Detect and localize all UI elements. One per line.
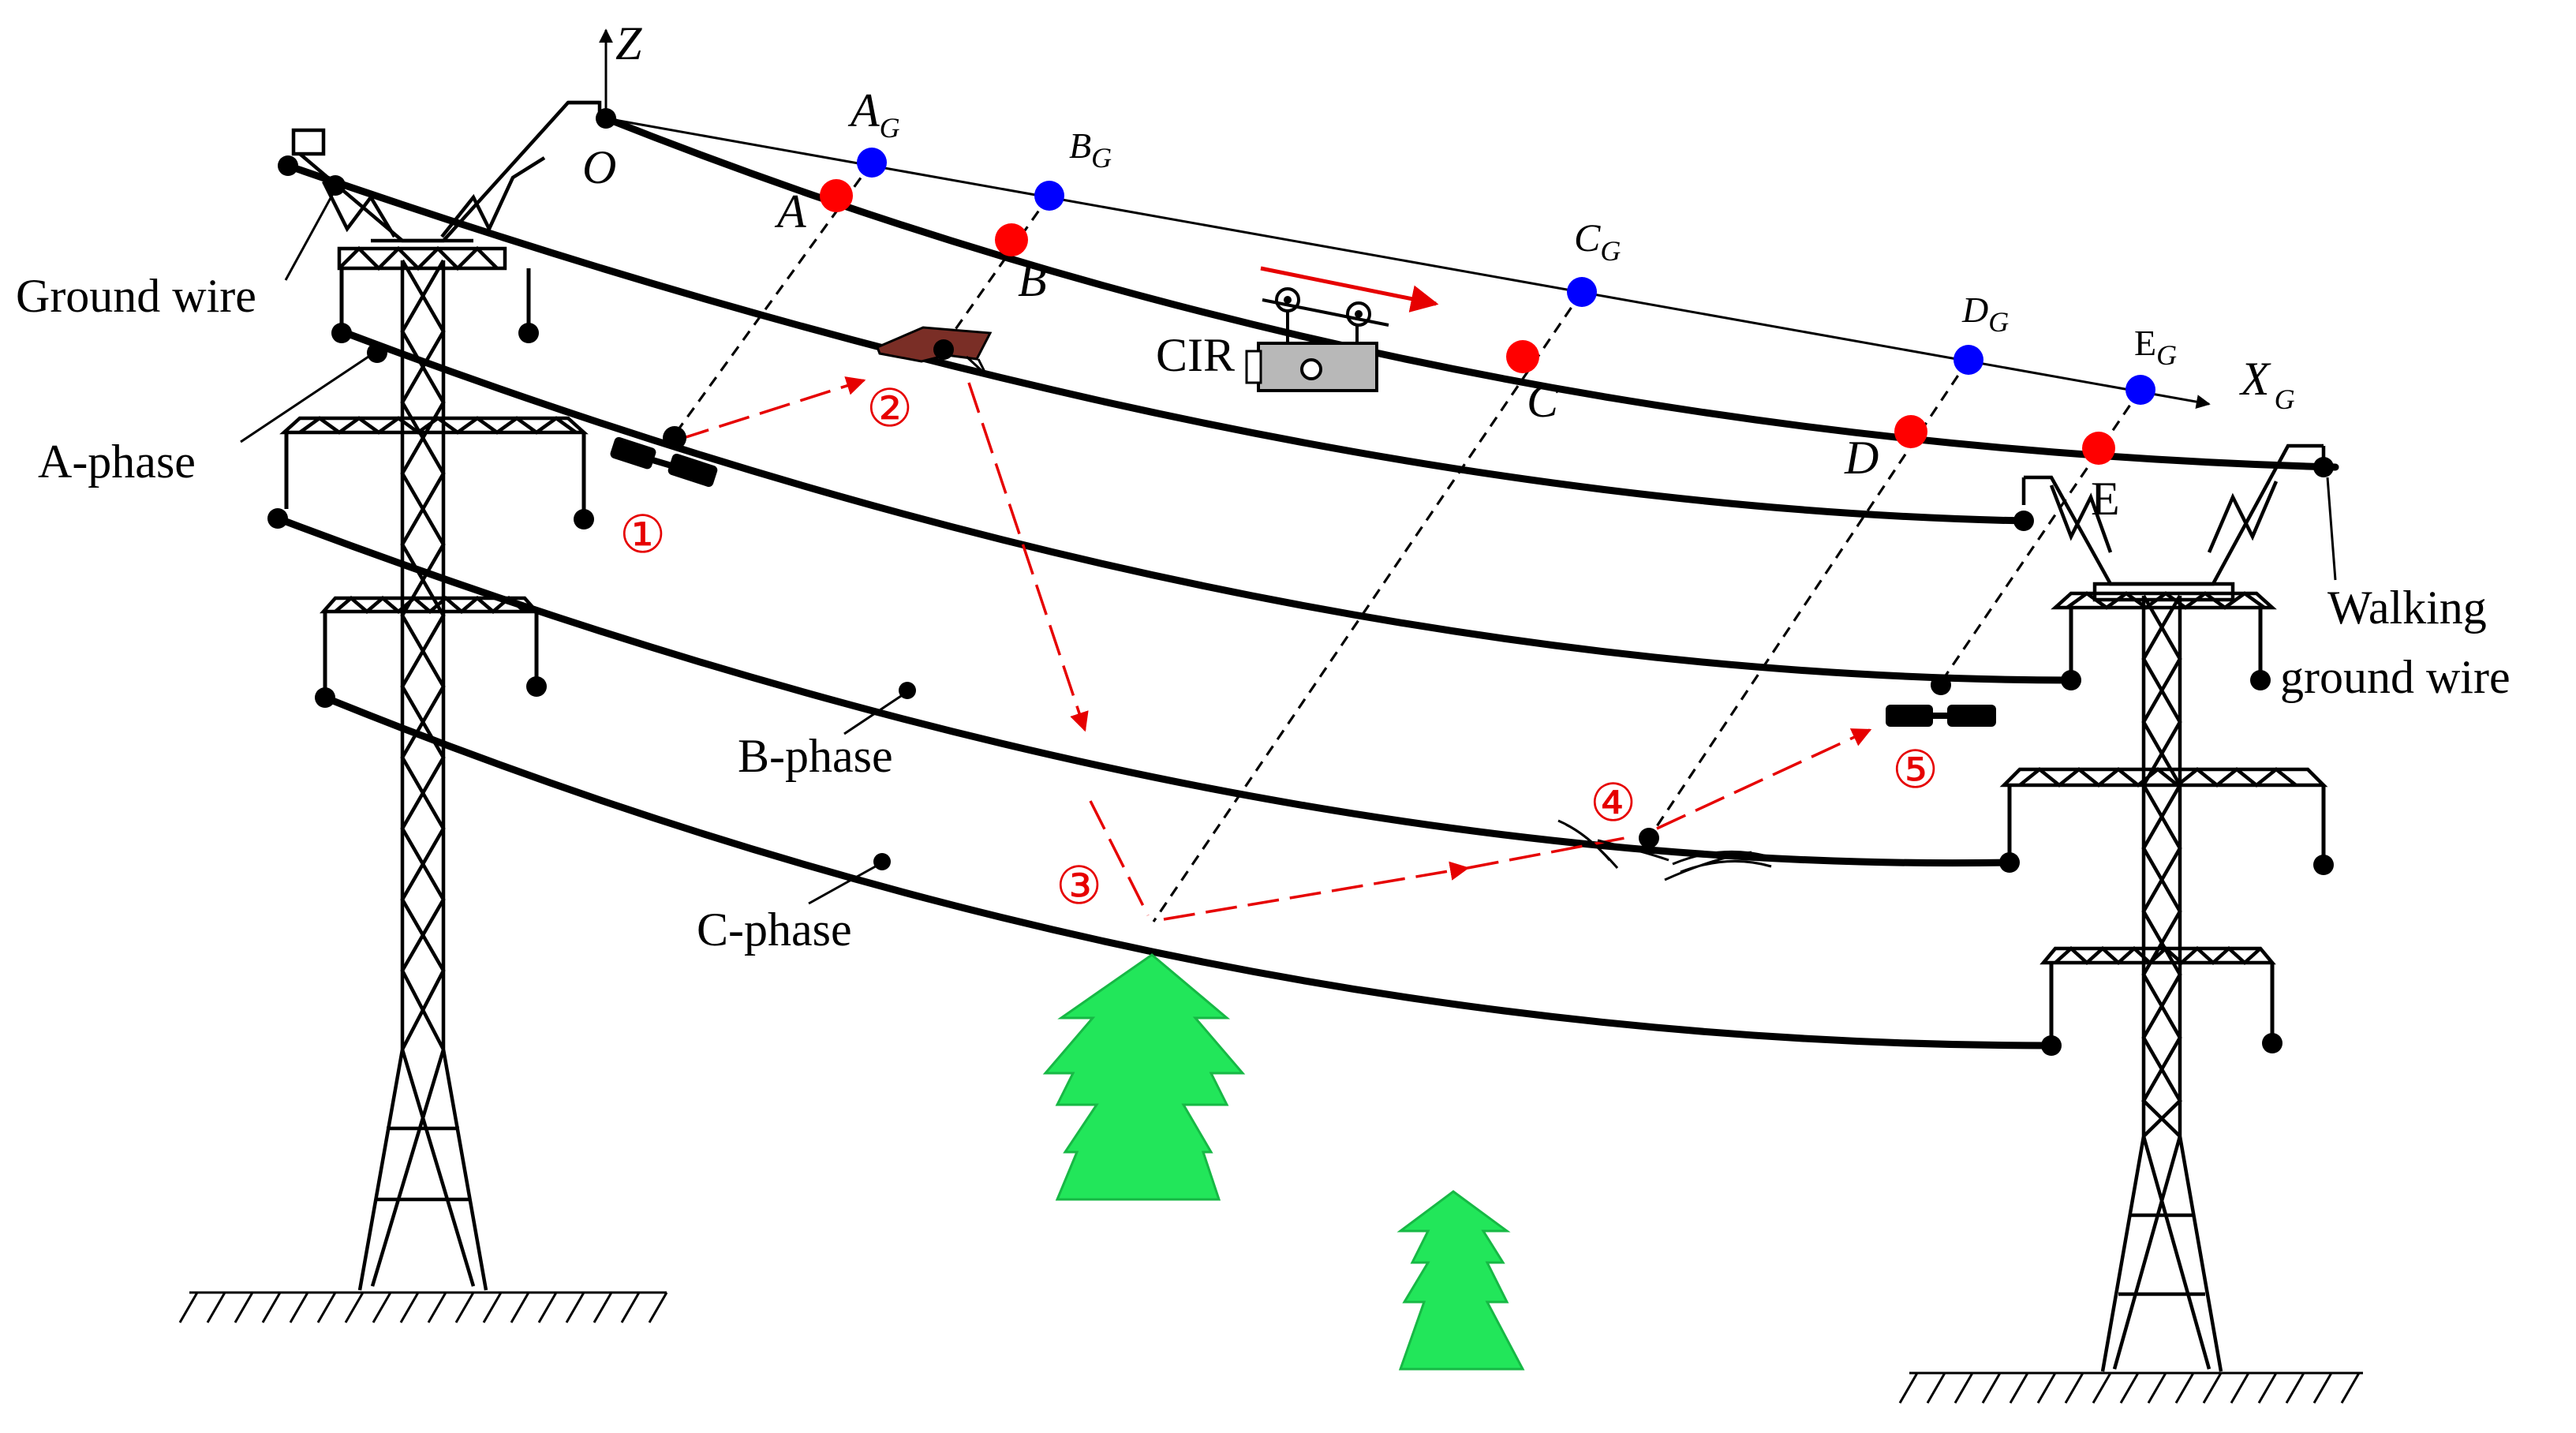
right-tower — [1898, 443, 2363, 1404]
ground-wire-label: Ground wire — [16, 270, 256, 322]
label-eg: EG — [2134, 323, 2177, 371]
label-a: A — [774, 185, 806, 238]
a-phase-wire — [338, 327, 2075, 684]
b-phase-wire — [274, 514, 2013, 867]
wires — [267, 108, 2339, 1056]
component-labels: CIR Ground wire A-phase B-phase C-phase … — [16, 189, 2511, 956]
z-axis-label: Z — [615, 17, 642, 69]
wire-point-b — [995, 223, 1028, 256]
label-cg: CG — [1574, 215, 1621, 267]
ground-points: AG BG CG DG EG — [847, 84, 2177, 405]
wire-point-e — [2082, 432, 2115, 465]
label-bg: BG — [1069, 125, 1112, 174]
vibration-damper-5 — [1886, 675, 1996, 727]
tree-small — [1396, 1190, 1525, 1371]
travel-direction-arrow — [1260, 266, 1439, 312]
right-ground — [1898, 1371, 2363, 1404]
c-phase-wire — [321, 694, 2055, 1049]
b-phase-label: B-phase — [738, 730, 893, 782]
wire-point-d — [1894, 415, 1927, 448]
wire-point-c — [1506, 340, 1539, 373]
ground-point-dg — [1953, 345, 1983, 375]
left-tower — [178, 100, 668, 1323]
broken-strands-4 — [1557, 819, 1772, 881]
a-phase-label: A-phase — [38, 436, 196, 488]
marker-4: ④ — [1590, 773, 1636, 833]
cir-label: CIR — [1156, 329, 1235, 381]
c-phase-label: C-phase — [697, 904, 852, 956]
marker-3: ③ — [1056, 855, 1102, 916]
ground-point-cg — [1567, 277, 1597, 307]
label-b: B — [1018, 254, 1047, 306]
walking-ground-wire — [602, 114, 2339, 471]
wire-points: A B C D E — [774, 179, 2120, 525]
ground-point-ag — [857, 148, 887, 178]
left-ground — [178, 1291, 668, 1323]
marker-5: ⑤ — [1892, 739, 1939, 800]
marker-2: ② — [866, 378, 913, 439]
origin-label: O — [582, 141, 616, 193]
label-dg: DG — [1961, 290, 2009, 338]
tree-large — [1042, 953, 1246, 1201]
inspection-markers: ① ② ③ ④ ⑤ — [619, 378, 1939, 916]
ground-point-eg — [2125, 375, 2155, 405]
cir-robot — [1245, 287, 1389, 392]
inspection-path — [678, 376, 1872, 921]
walking-ground-wire-label: Walking — [2327, 582, 2487, 634]
foreign-object-2 — [876, 326, 993, 376]
label-d: D — [1844, 432, 1879, 484]
clamp-points — [267, 108, 2334, 1056]
ground-wire — [284, 162, 2028, 525]
label-c: C — [1527, 375, 1559, 427]
walking-ground-wire-label-2: ground wire — [2280, 651, 2511, 703]
ground-point-bg — [1034, 181, 1064, 211]
label-e: E — [2091, 473, 2120, 525]
marker-1: ① — [619, 504, 666, 565]
label-ag: AG — [847, 84, 900, 144]
wire-point-a — [820, 179, 853, 212]
projection-lines — [671, 162, 2142, 922]
vibration-damper-1 — [610, 426, 718, 488]
